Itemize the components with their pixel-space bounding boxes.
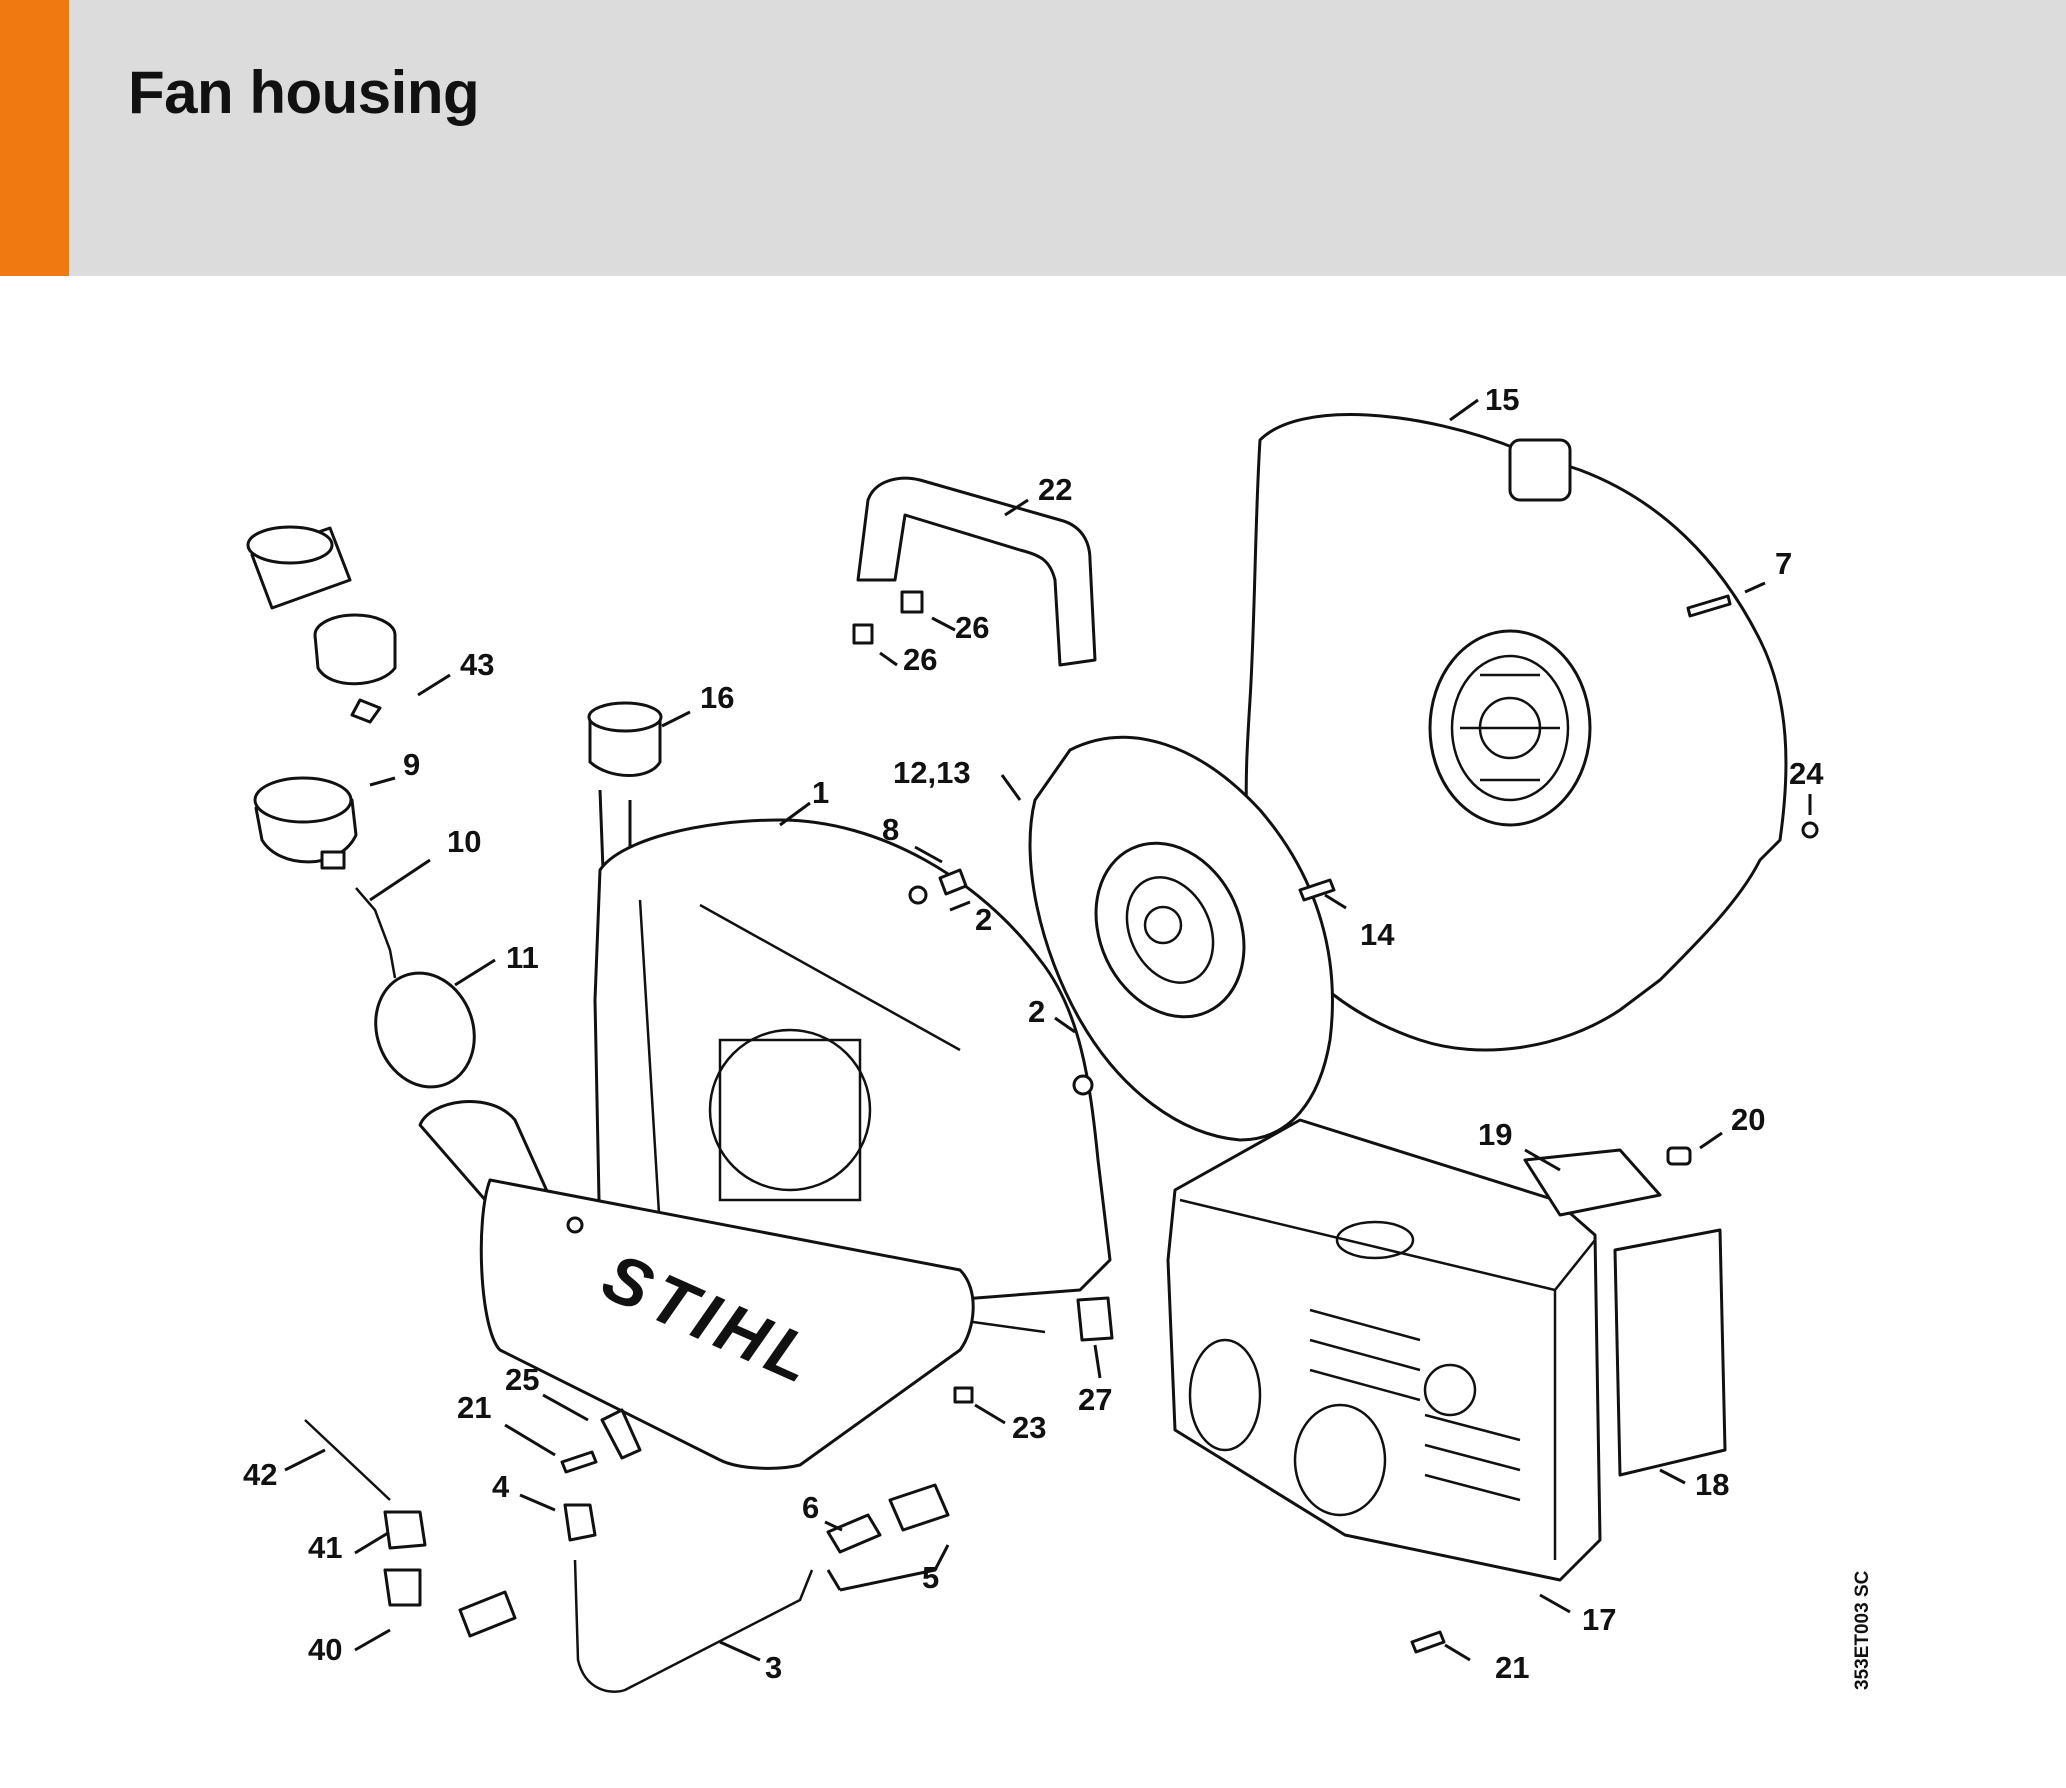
callout-label: 4: [492, 1469, 510, 1504]
seal-ring-part: [374, 971, 476, 1089]
callout-label: 24: [1789, 756, 1824, 791]
callout-label: 7: [1775, 546, 1792, 581]
callout-label: 18: [1695, 1467, 1729, 1502]
impeller-part: [1028, 736, 1334, 1142]
callout-label: 40: [308, 1632, 342, 1667]
callout-label: 11: [506, 940, 539, 975]
fan-housing-cover-part: [1244, 413, 1788, 1052]
callout-label: 9: [403, 747, 420, 782]
pad-part: [900, 590, 924, 614]
washer-part: [1072, 1074, 1094, 1096]
rod-part: [972, 1320, 1046, 1334]
filler-cap-part: [246, 525, 397, 724]
accent-bar: [0, 0, 69, 276]
tank-housing-part: [418, 818, 1112, 1470]
callout-label: 6: [802, 1490, 819, 1525]
callout-label: 3: [765, 1650, 782, 1685]
callout-label: 43: [460, 647, 494, 682]
spacer-part: [953, 1386, 974, 1404]
page-title: Fan housing: [128, 59, 480, 126]
handle-part: [856, 476, 1097, 667]
filter-part: [888, 1483, 950, 1532]
callout-label: 20: [1731, 1102, 1765, 1137]
callout-label: 26: [903, 642, 937, 677]
callout-label: 17: [1582, 1602, 1616, 1637]
nut-part: [1801, 821, 1819, 839]
grommet-part: [563, 1503, 597, 1542]
callout-label: 21: [1495, 1650, 1529, 1685]
screw-part: [560, 1450, 598, 1474]
callout-label: 2: [1028, 994, 1045, 1029]
callout-label: 12,13: [893, 755, 971, 790]
callout-label: 19: [1478, 1117, 1512, 1152]
callout-label: 21: [457, 1390, 491, 1425]
fuel-line-part: [573, 1559, 814, 1693]
pickup-line-part: [355, 887, 397, 979]
screw-part: [1298, 878, 1336, 902]
pickup-filter-part: [458, 1590, 517, 1638]
screw-part: [1410, 1630, 1446, 1654]
callout-label: 2: [975, 902, 992, 937]
callout-label: 10: [447, 824, 481, 859]
tank-cap-part: [253, 776, 358, 870]
screw-part: [1686, 594, 1732, 618]
washer-part: [908, 885, 928, 905]
pad-part: [852, 623, 874, 645]
callout-label: 27: [1078, 1382, 1112, 1417]
grommet-part: [383, 1510, 427, 1550]
sleeve-part: [826, 1513, 882, 1554]
callout-label: 8: [882, 812, 899, 847]
grommet-part: [383, 1568, 422, 1607]
leader-lines: [284, 398, 1812, 1662]
callout-label: 41: [308, 1530, 342, 1565]
callout-label: 1: [812, 775, 829, 810]
figure-code: 353ET003 SC: [1852, 1570, 1873, 1690]
shroud-part: [1166, 1118, 1727, 1582]
callout-label: 42: [243, 1457, 277, 1492]
header-band: [0, 0, 2066, 276]
screw-part: [938, 868, 968, 896]
bracket-part: [600, 1408, 642, 1460]
damper-part: [1076, 1296, 1114, 1342]
callout-label: 5: [922, 1560, 939, 1595]
callout-label: 22: [1038, 472, 1072, 507]
callout-label: 25: [505, 1362, 539, 1397]
callout-label: 23: [1012, 1410, 1046, 1445]
callout-label: 16: [700, 680, 734, 715]
callout-label: 26: [955, 610, 989, 645]
callout-label: 14: [1360, 917, 1395, 952]
callout-label: 15: [1485, 382, 1519, 417]
callout-labels: 15 22 7 26 26 43 16 12,13 9 1 8 24 10 2 …: [243, 382, 1824, 1685]
vent-line-part: [304, 1419, 391, 1501]
